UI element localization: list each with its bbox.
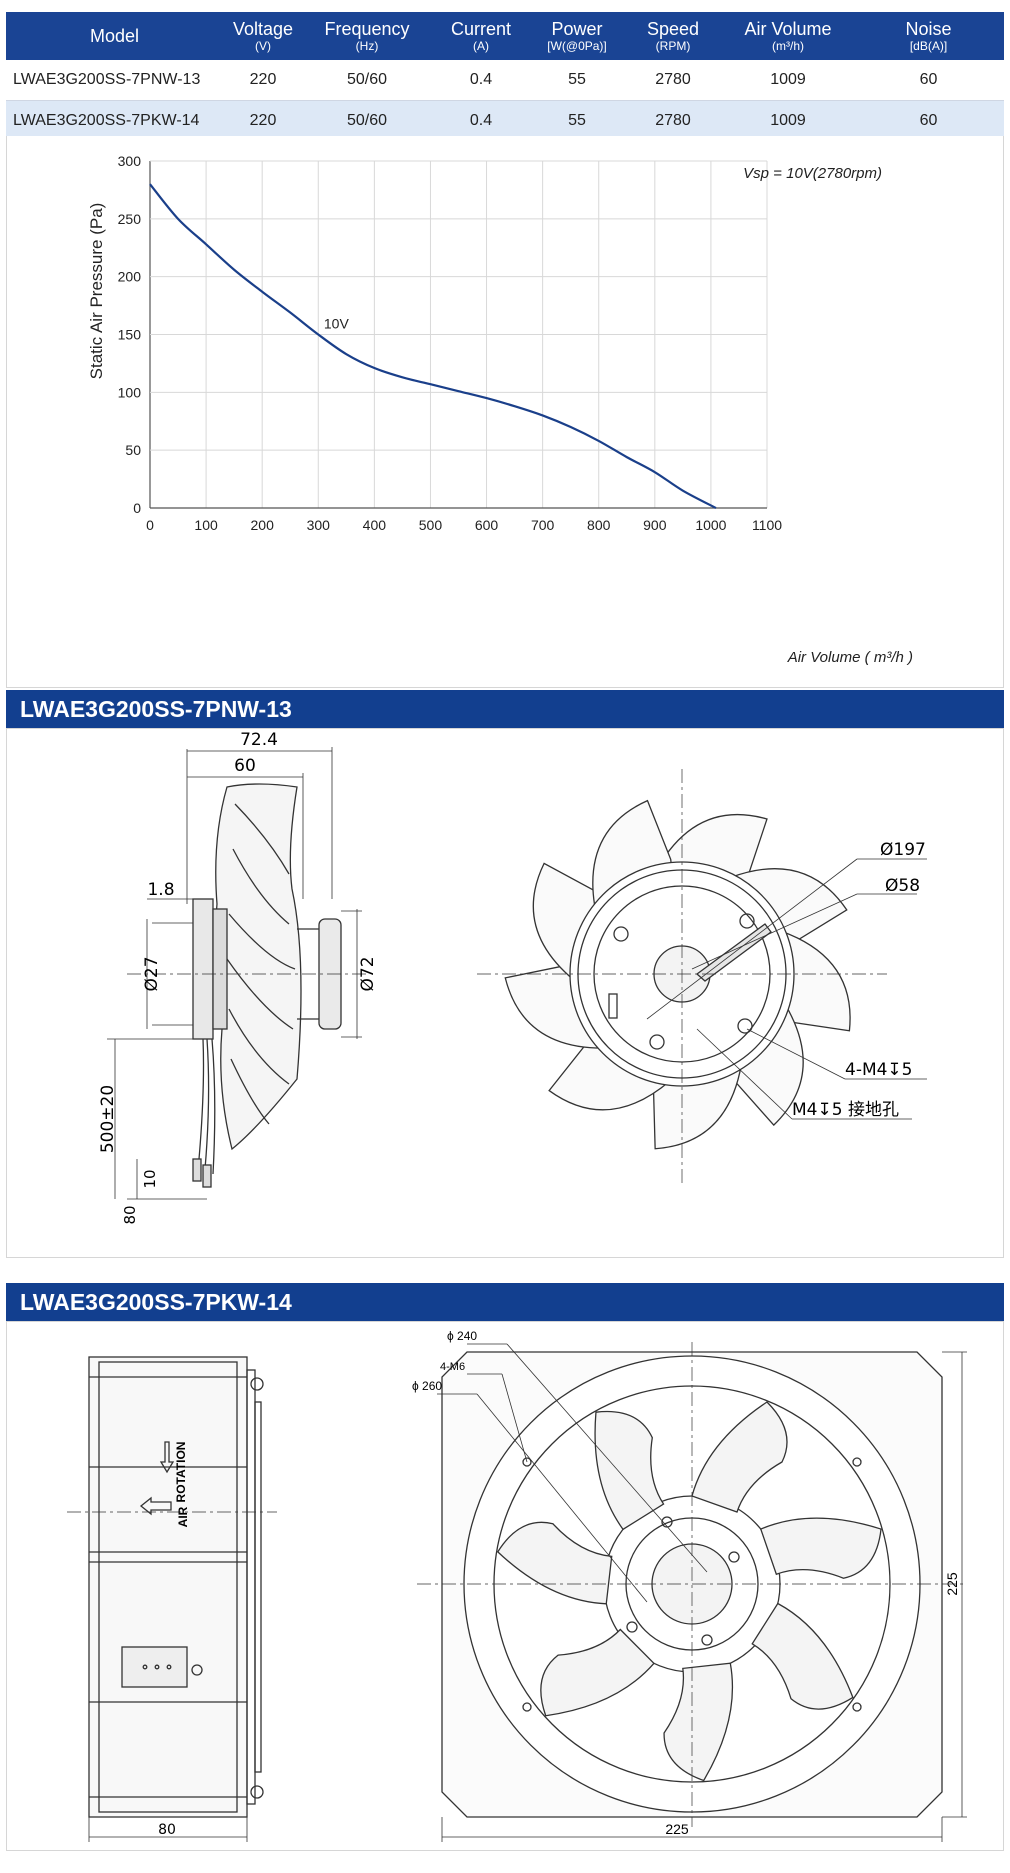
dim-diameter-197: Ø197: [880, 840, 926, 860]
rotation-label: ROTATION: [174, 1442, 188, 1503]
dim-1-8: 1.8: [147, 880, 174, 900]
section-title-pnw: LWAE3G200SS-7PNW-13: [6, 690, 1004, 728]
table-row: LWAE3G200SS-7PKW-14 220 50/60 0.4 55 278…: [6, 100, 1004, 142]
series-label: 10V: [324, 316, 350, 332]
chart-panel: 0 100 200 300 400 500 600 700 800 900 1000 1100 0 50…: [6, 136, 1004, 688]
x-tick-label: 400: [363, 517, 387, 533]
cell-frequency: 50/60: [303, 60, 431, 101]
pnw-front-view: [477, 769, 927, 1184]
dim-diameter-72: Ø72: [358, 956, 378, 991]
air-label: AIR: [176, 1506, 190, 1527]
x-tick-label: 200: [251, 517, 275, 533]
y-tick-label: 0: [133, 500, 141, 516]
x-tick-label: 300: [307, 517, 331, 533]
blade: [540, 1628, 655, 1717]
x-tick-label: 100: [194, 517, 218, 533]
y-tick-label: 300: [118, 153, 142, 169]
pkw-side-view: [67, 1356, 277, 1842]
cell-noise: 60: [853, 60, 1004, 101]
y-tick-label: 150: [118, 327, 142, 343]
blade: [594, 1410, 665, 1531]
spec-header-row: Model Voltage(V) Frequency(Hz) Current(A…: [6, 12, 1004, 60]
dim-diameter-58: Ø58: [885, 876, 920, 896]
blade: [691, 1401, 788, 1513]
dim-width-225: 225: [665, 1821, 689, 1837]
y-tick-label: 100: [118, 384, 142, 400]
cell-model: LWAE3G200SS-7PNW-13: [6, 60, 223, 101]
dim-60: 60: [234, 756, 256, 776]
x-axis-label: Air Volume ( m³/h ): [787, 649, 913, 666]
blade: [751, 1602, 854, 1710]
y-tick-label: 50: [125, 442, 141, 458]
drawing-panel-pkw: ROTATION AIR 80: [6, 1321, 1004, 1851]
x-tick-label: 0: [146, 517, 154, 533]
cell-voltage: 220: [223, 100, 303, 142]
dim-4-m4: 4-M4↧5: [845, 1060, 913, 1080]
dim-80: 80: [121, 1205, 139, 1224]
y-axis-label: Static Air Pressure (Pa): [87, 203, 106, 380]
pkw-drawing: ROTATION AIR 80: [67, 1329, 967, 1842]
pressure-curve-chart: 0 100 200 300 400 500 600 700 800 900 1000 1100 0 50…: [87, 153, 913, 666]
dim-72-4: 72.4: [240, 730, 278, 750]
dim-m4-ground: M4↧5 接地孔: [792, 1100, 899, 1120]
cell-current: 0.4: [431, 60, 531, 101]
section-title-pkw: LWAE3G200SS-7PKW-14: [6, 1283, 1004, 1321]
chart-grid: [149, 160, 768, 509]
x-tick-label: 900: [643, 517, 667, 533]
header-power: Power[W(@0Pa)]: [531, 12, 623, 60]
header-model: Model: [6, 12, 223, 60]
table-row: LWAE3G200SS-7PNW-13 220 50/60 0.4 55 278…: [6, 60, 1004, 101]
x-tick-label: 1000: [695, 517, 726, 533]
cell-model: LWAE3G200SS-7PKW-14: [6, 100, 223, 142]
cell-air-volume: 1009: [723, 100, 853, 142]
blade: [663, 1662, 734, 1782]
dim-pitch-240: ϕ 240: [447, 1329, 477, 1343]
cell-speed: 2780: [623, 60, 723, 101]
x-tick-label: 800: [587, 517, 611, 533]
x-tick-label: 700: [531, 517, 555, 533]
cell-power: 55: [531, 100, 623, 142]
cell-voltage: 220: [223, 60, 303, 101]
dim-4-m6: 4-M6: [440, 1361, 465, 1373]
fan-blades: [496, 1401, 882, 1782]
dim-pitch-260: ϕ 260: [412, 1379, 442, 1393]
dim-cable-length: 500±20: [98, 1085, 118, 1153]
y-tick-labels: 0 50 100 150 200 250 300: [118, 153, 142, 516]
cell-power: 55: [531, 60, 623, 101]
dim-10: 10: [141, 1169, 159, 1188]
header-frequency: Frequency(Hz): [303, 12, 431, 60]
dim-diameter-27: Ø27: [142, 956, 162, 991]
x-tick-labels: 0 100 200 300 400 500 600 700 800 900 1000 1100: [146, 517, 782, 533]
pnw-drawing: 72.4 60 1.8 Ø27 Ø72 500±20 10 80: [98, 730, 927, 1225]
spec-table: Model Voltage(V) Frequency(Hz) Current(A…: [6, 12, 1004, 142]
chart-title: Vsp = 10V(2780rpm): [743, 165, 882, 182]
header-voltage: Voltage(V): [223, 12, 303, 60]
y-tick-label: 250: [118, 211, 142, 227]
cell-air-volume: 1009: [723, 60, 853, 101]
drawing-panel-pnw: 72.4 60 1.8 Ø27 Ø72 500±20 10 80: [6, 728, 1004, 1258]
x-tick-label: 1100: [752, 517, 782, 533]
header-air-volume: Air Volume(m³/h): [723, 12, 853, 60]
cell-frequency: 50/60: [303, 100, 431, 142]
series-line-10v: [149, 183, 717, 509]
cell-current: 0.4: [431, 100, 531, 142]
dim-width-80: 80: [158, 1822, 176, 1838]
blade: [759, 1517, 882, 1579]
pnw-side-view: [107, 747, 367, 1200]
header-noise: Noise[dB(A)]: [853, 12, 1004, 60]
cell-speed: 2780: [623, 100, 723, 142]
dim-height-225: 225: [944, 1572, 960, 1596]
x-tick-label: 500: [419, 517, 443, 533]
header-speed: Speed(RPM): [623, 12, 723, 60]
cell-noise: 60: [853, 100, 1004, 142]
blade: [496, 1521, 613, 1605]
x-tick-label: 600: [475, 517, 499, 533]
pkw-front-view: [417, 1342, 967, 1842]
header-current: Current(A): [431, 12, 531, 60]
y-tick-label: 200: [118, 269, 142, 285]
